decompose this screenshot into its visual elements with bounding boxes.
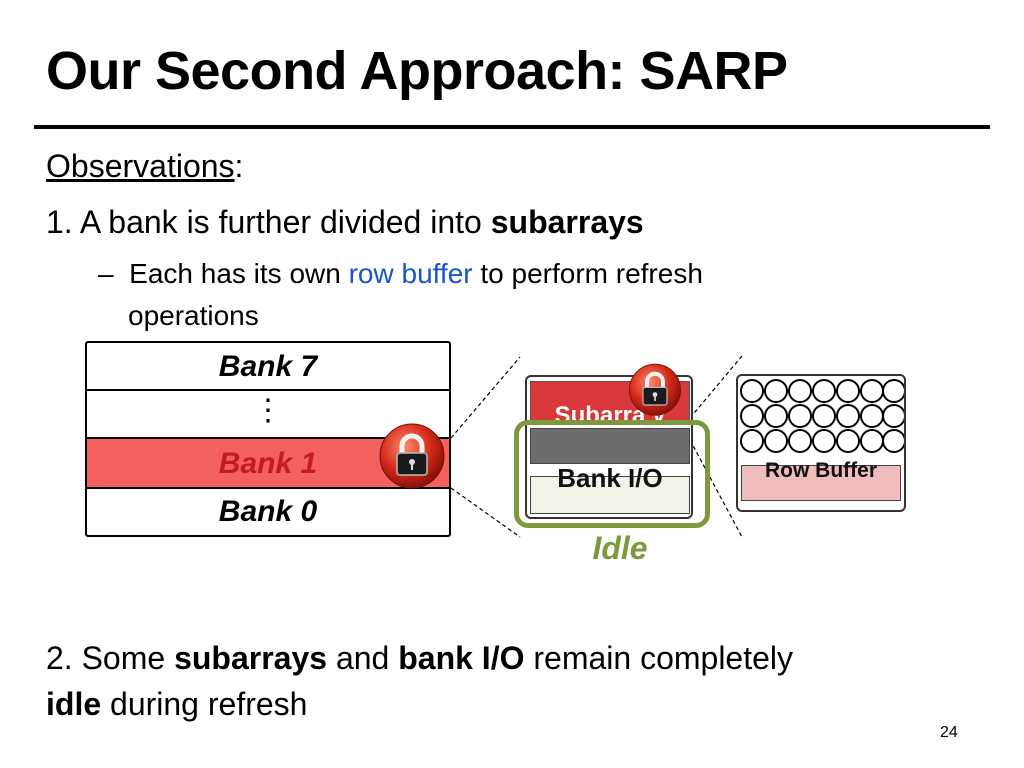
row-buffer-block: [741, 465, 901, 501]
point-2-bold-idle: idle: [46, 686, 102, 722]
bank-0: Bank 0: [218, 495, 318, 528]
lock-icon-subarray: [629, 363, 681, 416]
point-1-prefix: 1. A bank is further divided into: [46, 204, 491, 240]
idle-label: Idle: [592, 530, 648, 566]
point-1: 1. A bank is further divided into subarr…: [46, 204, 644, 241]
cell-grid: [740, 379, 904, 453]
observations-heading: Observations:: [46, 148, 243, 185]
zoom-line-bank-bottom: [450, 487, 521, 538]
point-2-line-2: idle during refresh: [46, 686, 307, 723]
bank-7: Bank 7: [87, 343, 449, 391]
point-2-bold-subarrays: subarrays: [174, 640, 328, 676]
slide-title: Our Second Approach: SARP: [46, 41, 788, 101]
sub-bullet-dash: –: [98, 258, 114, 289]
point-2-bold-bank-io: bank I/O: [398, 640, 525, 676]
observations-colon: :: [234, 148, 244, 184]
point-2: 2. Some subarrays and bank I/O remain co…: [46, 640, 793, 677]
zoom-line-subarray-top: [689, 355, 743, 419]
sub-bullet-prefix: Each has its own: [129, 258, 349, 289]
page-number: 24: [940, 724, 958, 741]
idle-highlight: [514, 420, 710, 528]
point-2-prefix: 2. Some: [46, 640, 175, 676]
lock-icon: [379, 423, 445, 489]
point-1-bold: subarrays: [490, 204, 644, 240]
zoom-line-bank-top: [450, 356, 521, 439]
row-buffer-label: Row Buffer: [765, 459, 877, 482]
point-2-mid: and: [327, 640, 399, 676]
zoom-line-subarray-bottom: [689, 439, 743, 538]
sub-bullet-suffix: to perform refresh: [472, 258, 703, 289]
observations-label: Observations: [46, 148, 235, 184]
title-rule: [34, 125, 990, 129]
bank-ellipsis: ⋮: [87, 391, 449, 439]
sub-bullet-1: – Each has its own row buffer to perform…: [98, 258, 703, 290]
point-2-suffix: remain completely: [524, 640, 794, 676]
sub-bullet-1-line-2: operations: [128, 300, 259, 331]
subarray-idle: [530, 428, 690, 464]
point-2-line-2-suffix: during refresh: [101, 686, 308, 722]
bank-io-block: [530, 476, 690, 514]
row-buffer-highlight: row buffer: [348, 258, 473, 289]
bank-io-label: Bank I/O: [557, 463, 663, 493]
